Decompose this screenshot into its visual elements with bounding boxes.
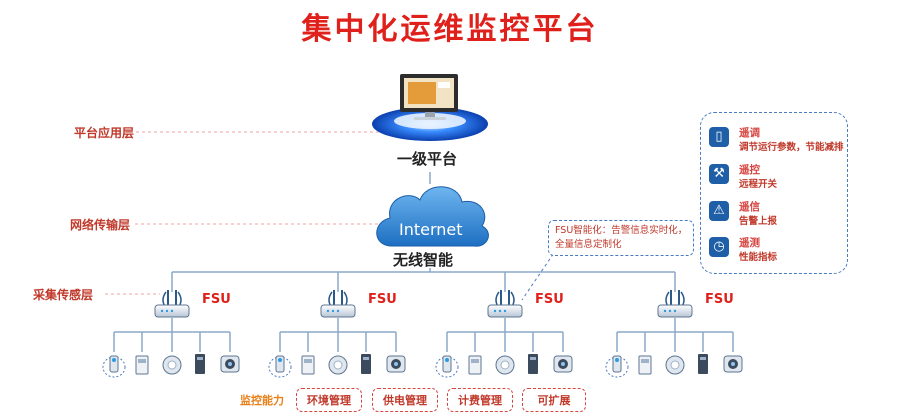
- meter-icon: [638, 355, 652, 375]
- smoke-sensor-icon: [605, 355, 629, 378]
- gauge-icon: ◷: [709, 237, 729, 257]
- fsu-callout-line1: FSU智能化：告警信息实时化，: [555, 225, 688, 236]
- panel-item-title: 遥信: [739, 201, 760, 213]
- panel-item-title: 遥控: [739, 164, 760, 176]
- capability-item: 环境管理: [296, 388, 362, 412]
- warning-icon: ⚠: [709, 201, 729, 221]
- battery-cabinet-icon: [698, 354, 708, 374]
- thermometer-icon: [495, 355, 515, 375]
- meter-icon: [301, 355, 315, 375]
- capability-item: 供电管理: [372, 388, 438, 412]
- smoke-sensor-icon: [435, 355, 459, 378]
- fsu-label: FSU: [535, 292, 564, 307]
- network-label: 无线智能: [393, 251, 454, 269]
- battery-cabinet-icon: [528, 354, 538, 374]
- fsu-router-icon: [657, 290, 693, 318]
- remote-functions-panel: ▯ 遥调 调节运行参数，节能减排 ⚒ 遥控 远程开关 ⚠ 遥信 告警上报 ◷ 遥…: [700, 112, 848, 274]
- capability-label: 监控能力: [240, 394, 284, 407]
- layer-label-platform: 平台应用层: [74, 126, 135, 140]
- platform-label: 一级平台: [397, 150, 458, 168]
- camera-icon: [553, 355, 573, 373]
- camera-icon: [220, 355, 240, 373]
- fsu-callout-line2: 全量信息定制化: [555, 239, 622, 250]
- thermometer-icon: [328, 355, 348, 375]
- capability-item: 可扩展: [522, 388, 586, 412]
- thermometer-icon: [665, 355, 685, 375]
- layer-label-network: 网络传输层: [70, 218, 131, 232]
- panel-item-desc: 调节运行参数，节能减排: [739, 142, 844, 153]
- camera-icon: [723, 355, 743, 373]
- fsu-callout: FSU智能化：告警信息实时化， 全量信息定制化: [548, 220, 695, 256]
- camera-icon: [386, 355, 406, 373]
- capability-item: 计费管理: [447, 388, 513, 412]
- meter-icon: [135, 355, 149, 375]
- thermometer-icon: [162, 355, 182, 375]
- layer-label-sensing: 采集传感层: [33, 288, 94, 302]
- fsu-label: FSU: [705, 292, 734, 307]
- internet-label: Internet: [399, 220, 463, 239]
- fsu-router-icon: [154, 290, 190, 318]
- panel-item-desc: 告警上报: [739, 216, 778, 227]
- remote-control-icon: ▯: [709, 127, 729, 147]
- page-title: 集中化运维监控平台: [301, 12, 599, 47]
- internet-cloud-icon: [376, 186, 489, 247]
- fsu-label: FSU: [202, 292, 231, 307]
- platform-monitor-icon: [372, 74, 488, 141]
- wrench-icon: ⚒: [709, 164, 729, 184]
- fsu-router-icon: [320, 290, 356, 318]
- fsu-router-icon: [487, 290, 523, 318]
- meter-icon: [468, 355, 482, 375]
- smoke-sensor-icon: [102, 355, 126, 378]
- smoke-sensor-icon: [268, 355, 292, 378]
- panel-item-desc: 远程开关: [739, 179, 778, 190]
- battery-cabinet-icon: [361, 354, 371, 374]
- panel-item-title: 遥测: [739, 237, 760, 249]
- battery-cabinet-icon: [195, 354, 205, 374]
- fsu-label: FSU: [368, 292, 397, 307]
- panel-item-desc: 性能指标: [739, 252, 778, 263]
- panel-item-title: 遥调: [739, 127, 760, 139]
